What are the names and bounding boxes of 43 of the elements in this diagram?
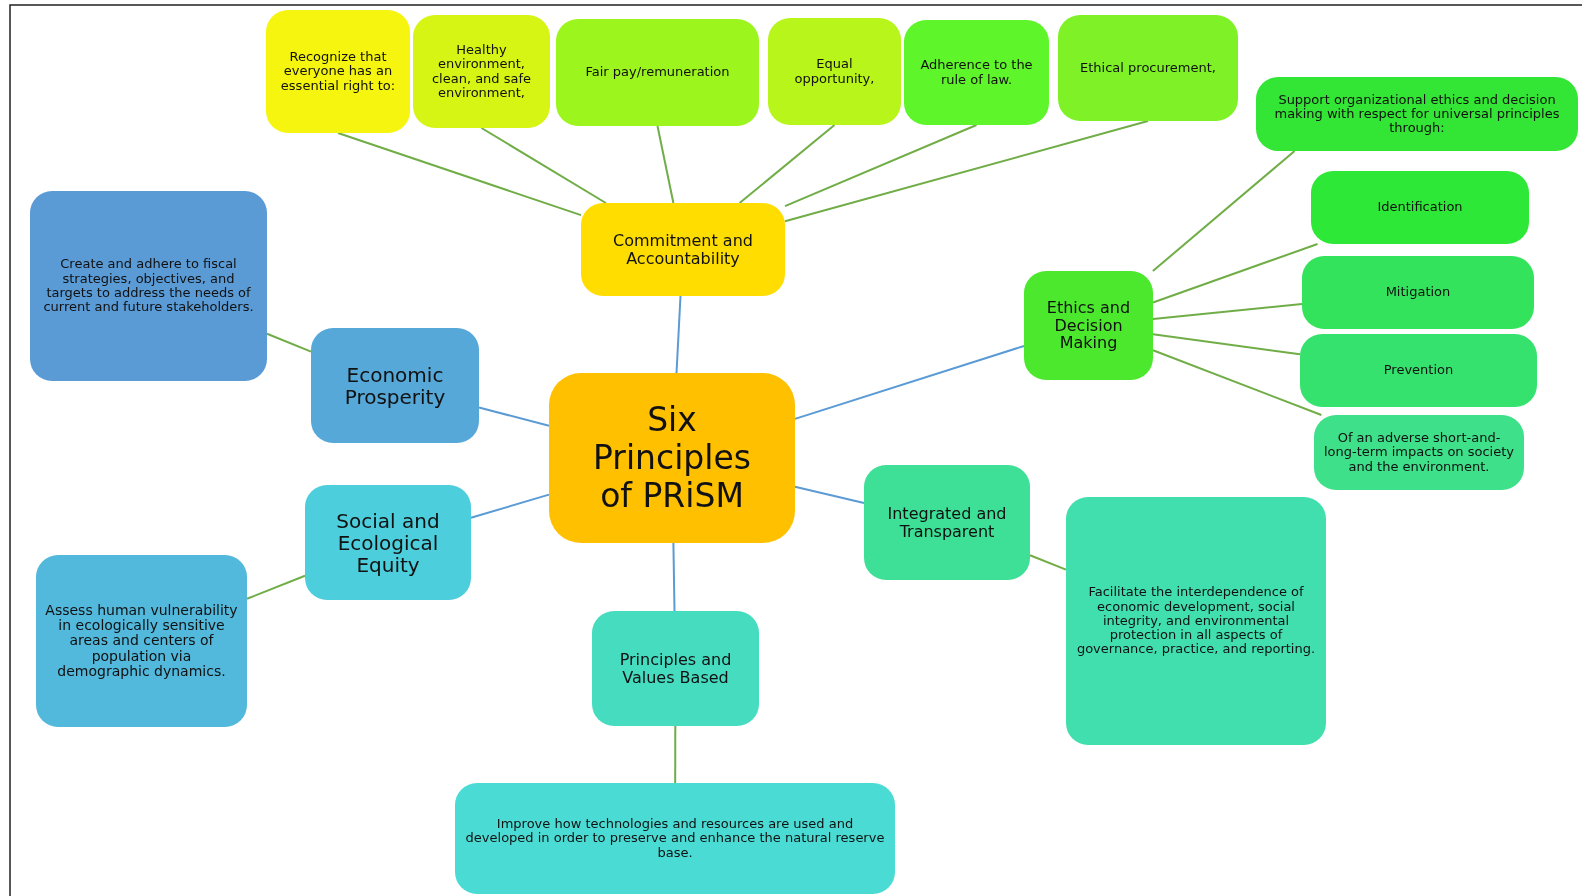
subtopic-box: Equal opportunity,	[768, 18, 901, 125]
subtopic-box: Identification	[1311, 171, 1529, 244]
connector-line	[794, 345, 1025, 420]
topic-box: Economic Prosperity	[311, 328, 479, 443]
topic-box: Principles and Values Based	[592, 611, 759, 726]
connector-line	[478, 406, 550, 427]
connector-line	[794, 485, 865, 504]
subtopic-box: Assess human vulnerability in ecologically sensitive areas and centers of population via demographic dynamics.	[36, 555, 247, 727]
subtopic-box: Facilitate the interdependence of economic development, social integrity, and environmental protection in all aspects of governance, practice, and reporting.	[1066, 497, 1326, 745]
subtopic-box: Improve how technologies and resources are used and developed in order to preserve and enhance the natural reserve base.	[455, 783, 895, 894]
connector-line	[266, 332, 312, 353]
subtopic-box: Of an adverse short-and-long-term impacts on society and the environment.	[1314, 415, 1524, 490]
subtopic-box: Healthy environment, clean, and safe environment,	[413, 15, 550, 128]
connector-line	[1152, 349, 1323, 416]
connector-line	[674, 725, 677, 784]
subtopic-box: Fair pay/remuneration	[556, 19, 759, 126]
connector-line	[1029, 554, 1067, 571]
connector-line	[1152, 303, 1303, 320]
subtopic-box: Ethical procurement,	[1058, 15, 1238, 121]
connector-line	[246, 574, 306, 600]
topic-box: Commitment and Accountability	[581, 203, 785, 296]
connector-line	[1152, 243, 1319, 304]
subtopic-box: Prevention	[1300, 334, 1537, 407]
connector-line	[480, 127, 607, 204]
connector-line	[675, 295, 682, 374]
topic-box: Integrated and Transparent	[864, 465, 1030, 580]
subtopic-box: Support organizational ethics and decision making with respect for universal principles through:	[1256, 77, 1578, 151]
connector-line	[470, 493, 550, 519]
main-topic-box: Six Principles of PRiSM	[549, 373, 795, 543]
subtopic-box: Adherence to the rule of law.	[904, 20, 1049, 125]
subtopic-box: Create and adhere to fiscal strategies, objectives, and targets to address the needs of current and future stakeholders.	[30, 191, 267, 381]
connector-line	[672, 542, 676, 612]
subtopic-box: Mitigation	[1302, 256, 1534, 329]
topic-box: Ethics and Decision Making	[1024, 271, 1153, 380]
subtopic-box: Recognize that everyone has an essential right to:	[266, 10, 410, 133]
connector-line	[337, 132, 582, 217]
connector-line	[784, 120, 1149, 223]
connector-line	[1152, 333, 1301, 356]
connector-line	[656, 125, 675, 204]
connector-line	[1151, 150, 1296, 272]
topic-box: Social and Ecological Equity	[305, 485, 471, 600]
connector-line	[784, 124, 978, 208]
connector-line	[738, 124, 836, 204]
